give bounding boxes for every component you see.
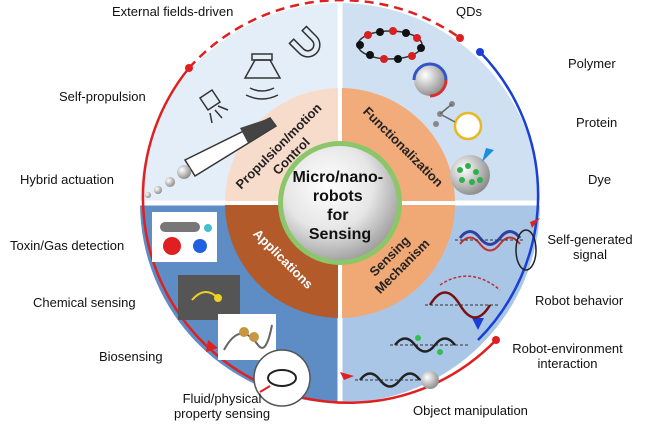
arc-dot-top-right [456,34,464,42]
object-manipulation-icon [340,371,439,389]
arc-dot-right [492,336,500,344]
arrow-red [206,340,218,352]
speaker-icon [243,53,282,100]
label-self-generated-line2: signal [573,247,607,262]
biosensing-icon [218,314,276,360]
label-polymer: Polymer [568,56,616,71]
label-robot-environment: Robot-environment interaction [500,341,635,371]
light-lamp-icon [198,88,229,124]
arrow-blue [472,318,484,330]
label-toxin-gas: Toxin/Gas detection [10,238,125,253]
robot-behavior-icon [425,275,501,319]
hybrid-robot-icon [145,117,278,198]
label-qds: QDs [456,4,482,19]
center-title: Micro/nano- robots for Sensing [292,169,387,243]
arc-dot-top-left [185,64,193,72]
label-robot-env-line2: interaction [537,356,598,371]
label-robot-env-line1: Robot-environment [512,341,623,356]
label-dye: Dye [588,172,612,187]
qd-ring-icon [356,27,425,63]
inner-bottom-left [225,203,340,318]
center-sphere [283,146,397,260]
inner-ring [223,86,457,320]
label-fluid-sensing: Fluid/physical property sensing [162,391,282,421]
label-self-generated: Self-generated signal [540,232,640,262]
outer-arcs [141,0,540,405]
label-fluid-line1: Fluid/physical [182,391,262,406]
toxin-detection-icon [152,212,217,262]
inner-bottom-right [340,203,455,318]
magnet-icon [288,25,321,58]
arc-dot-blue [476,48,484,56]
label-object-manipulation: Object manipulation [413,403,528,418]
self-generated-signal-icon [455,218,540,271]
dye-sphere-icon [450,148,494,195]
label-chemical-sensing: Chemical sensing [33,295,136,310]
label-protein: Protein [576,115,618,130]
label-self-generated-line1: Self-generated [547,232,633,247]
inner-top-right [340,88,455,203]
protein-molecule-icon [433,101,483,141]
label-hybrid-actuation: Hybrid actuation [20,172,114,187]
arc-red-dashed [188,0,461,69]
arc-red-bottom [210,339,497,405]
robot-environment-icon [390,335,470,355]
label-fluid-line2: property sensing [173,406,271,421]
chemical-sensing-icon [178,275,240,320]
label-self-propulsion: Self-propulsion [59,89,146,104]
arc-blue [477,51,540,341]
label-biosensing: Biosensing [99,349,163,364]
label-external-fields: External fields-driven [112,4,234,19]
fluid-sensing-icon [253,349,311,407]
inner-top-left [225,88,340,203]
polymer-sphere-icon [412,62,448,98]
label-robot-behavior: Robot behavior [535,293,624,308]
